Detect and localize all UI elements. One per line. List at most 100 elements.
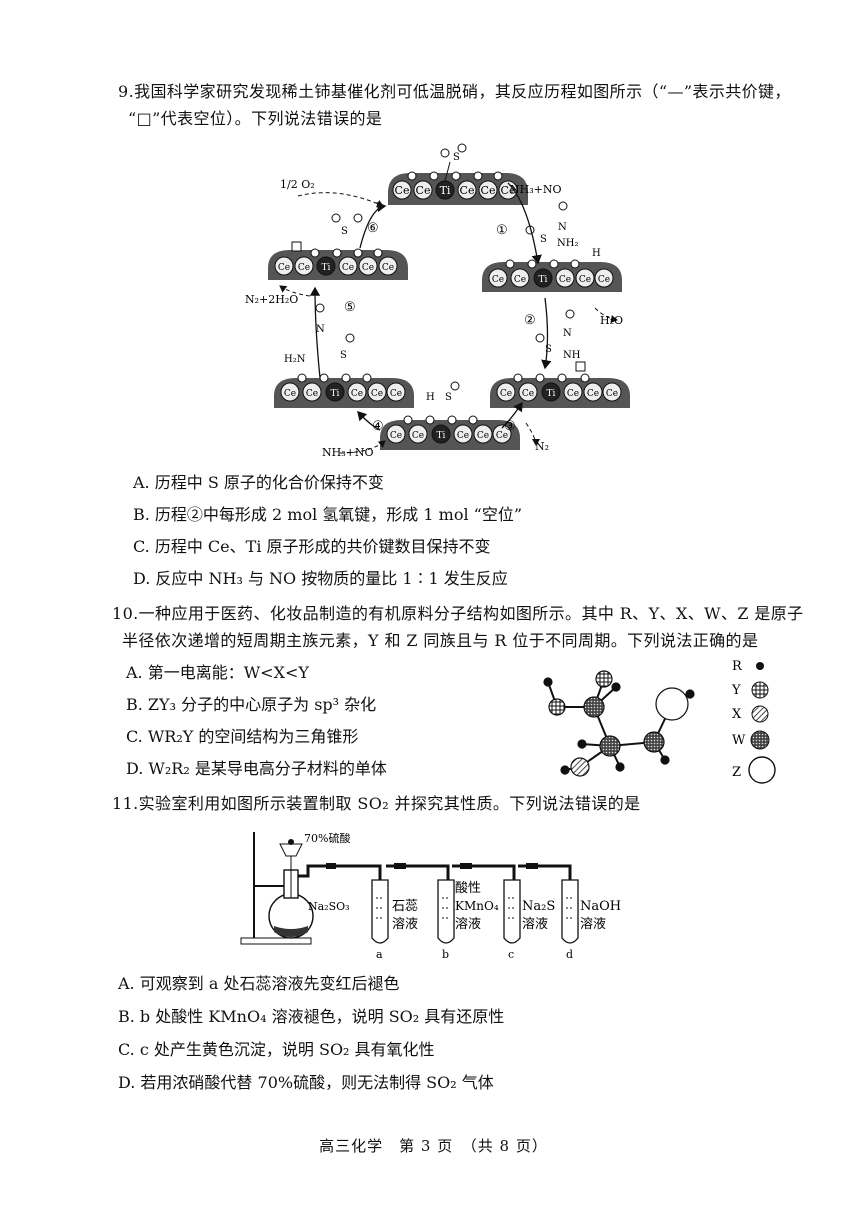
svg-text:N: N — [558, 222, 567, 233]
svg-text:Ti: Ti — [547, 389, 556, 399]
page-footer: 高三化学 第 3 页 （共 8 页） — [319, 1137, 548, 1155]
svg-text:溶液: 溶液 — [580, 917, 606, 932]
svg-text:N: N — [316, 324, 325, 335]
svg-text:Ce: Ce — [362, 263, 374, 273]
svg-text:Ce: Ce — [390, 431, 402, 441]
svg-text:Ce: Ce — [496, 431, 508, 441]
n2-2h2o-label: N₂+2H₂O — [245, 293, 298, 306]
acid-label: 70%硫酸 — [304, 831, 350, 845]
svg-text:KMnO₄: KMnO₄ — [455, 899, 499, 913]
catalyst-surface-right-upper: Ce Ce Ti Ce Ce Ce S N NH₂ H — [482, 201, 622, 292]
q9-stem-line2: “□”代表空位）。下列说法错误的是 — [128, 109, 383, 128]
svg-text:S: S — [453, 152, 460, 163]
half-o2-label: 1/2 O₂ — [280, 178, 315, 191]
svg-text:Ce: Ce — [514, 275, 526, 285]
svg-text:Ce: Ce — [500, 389, 512, 399]
catalyst-surface-left-upper: Ce Ce Ti Ce Ce Ce S — [268, 213, 408, 280]
catalyst-surface-right-lower: Ce Ce Ti Ce Ce Ce S N NH — [490, 309, 630, 408]
svg-text:Ce: Ce — [412, 431, 424, 441]
nh3-no-label-1: NH₃+NO — [510, 183, 562, 196]
svg-text:Ce: Ce — [298, 263, 310, 273]
svg-text:⑥: ⑥ — [367, 221, 379, 236]
svg-text:Ce: Ce — [390, 389, 402, 399]
svg-text:S: S — [341, 226, 348, 237]
svg-text:Ce: Ce — [416, 184, 431, 197]
svg-text:③: ③ — [504, 419, 516, 434]
h2o-label: H₂O — [600, 314, 623, 327]
q10-option-d[interactable]: D. W₂R₂ 是某导电高分子材料的单体 — [126, 759, 387, 778]
svg-text:酸性: 酸性 — [455, 881, 481, 896]
svg-text:S: S — [545, 344, 552, 355]
q11-option-d[interactable]: D. 若用浓硝酸代替 70%硫酸，则无法制得 SO₂ 气体 — [118, 1073, 494, 1092]
svg-text:NaOH: NaOH — [580, 899, 621, 914]
catalyst-surface-left-lower: Ce Ce Ti Ce Ce Ce S N H₂N — [274, 303, 414, 408]
svg-text:Ti: Ti — [322, 263, 331, 273]
question-11-stem: 11.实验室利用如图所示装置制取 SO₂ 并探究其性质。下列说法错误的是 — [112, 790, 641, 817]
svg-text:S: S — [540, 234, 547, 245]
svg-text:X: X — [732, 707, 742, 722]
q10-stem-line2: 半径依次递增的短周期主族元素，Y 和 Z 同族且与 R 位于不同周期。下列说法正… — [122, 631, 759, 650]
svg-text:Ce: Ce — [579, 275, 591, 285]
catalyst-surface-bottom: Ce Ce Ti Ce Ce Ce S H — [380, 381, 520, 450]
svg-text:H₂N: H₂N — [284, 354, 306, 365]
svg-text:Ce: Ce — [306, 389, 318, 399]
svg-text:H: H — [592, 248, 601, 259]
svg-text:Ce: Ce — [567, 389, 579, 399]
q9-option-a[interactable]: A. 历程中 S 原子的化合价保持不变 — [133, 473, 384, 492]
svg-text:Ce: Ce — [351, 389, 363, 399]
svg-text:Ce: Ce — [460, 184, 475, 197]
svg-text:④: ④ — [372, 419, 384, 434]
svg-text:Ce: Ce — [522, 389, 534, 399]
svg-text:Ti: Ti — [440, 184, 451, 197]
q10-stem-line1: 10.一种应用于医药、化妆品制造的有机原料分子结构如图所示。其中 R、Y、X、W… — [112, 604, 804, 623]
svg-text:Ce: Ce — [395, 184, 410, 197]
q10-legend: R Y X W Z — [731, 659, 776, 784]
q9-option-c[interactable]: C. 历程中 Ce、Ti 原子形成的共价键数目保持不变 — [133, 537, 491, 556]
q9-stem-line1: 9.我国科学家研究发现稀土铈基催化剂可低温脱硝，其反应历程如图所示（“—”表示共… — [118, 82, 791, 101]
svg-text:Z: Z — [732, 765, 741, 780]
q9-option-b[interactable]: B. 历程②中每形成 2 mol 氢氧键，形成 1 mol “空位” — [133, 505, 523, 524]
svg-text:R: R — [732, 659, 743, 674]
svg-text:W: W — [732, 733, 746, 748]
svg-text:①: ① — [496, 223, 508, 238]
svg-text:溶液: 溶液 — [455, 917, 481, 932]
svg-text:S: S — [445, 392, 452, 403]
svg-text:Ti: Ti — [539, 275, 548, 285]
question-9-stem: 9.我国科学家研究发现稀土铈基催化剂可低温脱硝，其反应历程如图所示（“—”表示共… — [118, 78, 791, 132]
n2-label: N₂ — [535, 440, 549, 453]
svg-text:Ti: Ti — [437, 431, 446, 441]
svg-text:Ce: Ce — [598, 275, 610, 285]
svg-text:NH₂: NH₂ — [557, 238, 578, 249]
q11-stem: 11.实验室利用如图所示装置制取 SO₂ 并探究其性质。下列说法错误的是 — [112, 794, 641, 813]
q9-reaction-figure: Ce Ce Ti Ce Ce Ce S Ce Ce Ti Ce Ce Ce — [245, 143, 630, 459]
catalyst-surface-top: Ce Ce Ti Ce Ce Ce S — [388, 143, 528, 205]
question-10-stem: 10.一种应用于医药、化妆品制造的有机原料分子结构如图所示。其中 R、Y、X、W… — [112, 600, 804, 654]
svg-text:Ce: Ce — [457, 431, 469, 441]
svg-text:溶液: 溶液 — [392, 917, 418, 932]
svg-text:c: c — [508, 948, 514, 961]
svg-text:Ce: Ce — [481, 184, 496, 197]
q10-option-b[interactable]: B. ZY₃ 分子的中心原子为 sp³ 杂化 — [126, 695, 377, 714]
q11-option-c[interactable]: C. c 处产生黄色沉淀，说明 SO₂ 具有氧化性 — [118, 1040, 435, 1059]
svg-text:N: N — [563, 328, 572, 339]
svg-text:Na₂S: Na₂S — [522, 899, 555, 914]
svg-text:Ti: Ti — [331, 389, 340, 399]
q10-option-c[interactable]: C. WR₂Y 的空间结构为三角锥形 — [126, 727, 359, 746]
svg-text:Y: Y — [731, 683, 741, 698]
q10-option-a[interactable]: A. 第一电离能：W<X<Y — [126, 663, 309, 682]
svg-text:H: H — [426, 392, 435, 403]
q11-option-b[interactable]: B. b 处酸性 KMnO₄ 溶液褪色，说明 SO₂ 具有还原性 — [118, 1007, 505, 1026]
svg-text:⑤: ⑤ — [344, 300, 356, 315]
q10-molecule-figure: R Y X W Z — [543, 659, 776, 784]
svg-text:a: a — [376, 948, 383, 961]
svg-text:b: b — [442, 948, 449, 961]
svg-text:Ce: Ce — [342, 263, 354, 273]
q11-option-a[interactable]: A. 可观察到 a 处石蕊溶液先变红后褪色 — [118, 974, 400, 993]
svg-text:Ce: Ce — [492, 275, 504, 285]
svg-text:Ce: Ce — [559, 275, 571, 285]
svg-text:Ce: Ce — [278, 263, 290, 273]
q9-option-d[interactable]: D. 反应中 NH₃ 与 NO 按物质的量比 1∶1 发生反应 — [133, 569, 508, 588]
svg-text:溶液: 溶液 — [522, 917, 548, 932]
svg-text:石蕊: 石蕊 — [392, 899, 418, 914]
svg-text:Ce: Ce — [477, 431, 489, 441]
